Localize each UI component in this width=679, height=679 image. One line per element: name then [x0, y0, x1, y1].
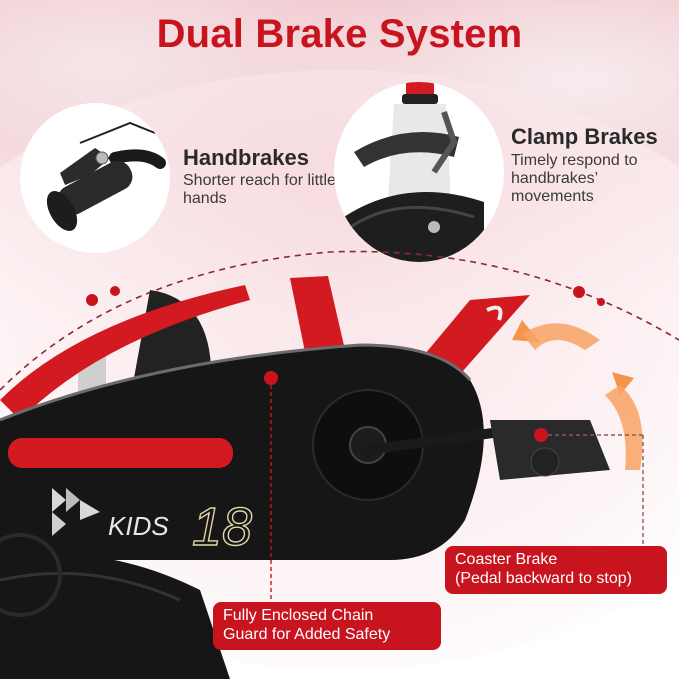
handbrake-grip-icon — [46, 121, 166, 231]
callout-line: (Pedal backward to stop) — [455, 570, 632, 587]
crank-arm — [363, 427, 505, 455]
handbrake-image-circle — [20, 103, 170, 253]
backward-arrow — [522, 323, 600, 350]
page-title: Dual Brake System — [156, 12, 523, 56]
clamp-brake-image-circle — [334, 82, 504, 262]
front-wheel — [0, 554, 230, 679]
arc-dot — [110, 286, 120, 296]
arc-dot — [573, 286, 585, 298]
dashed-arc-guide — [0, 250, 679, 391]
feature-title-handbrakes: Handbrakes — [183, 145, 309, 170]
chainstay-red — [8, 438, 233, 468]
arc-dot — [597, 298, 605, 306]
callout-line: Coaster Brake — [455, 551, 558, 568]
clamp-brake-icon — [334, 82, 484, 262]
arrow-head — [612, 372, 634, 395]
callout-line: Guard for Added Safety — [223, 626, 391, 643]
chain-guard-callout: Fully Enclosed Chain Guard for Added Saf… — [213, 602, 441, 650]
coaster-brake-marker — [534, 428, 548, 442]
callout-line: Fully Enclosed Chain — [223, 607, 374, 624]
chain-guard-marker — [264, 371, 278, 385]
svg-text:KIDS: KIDS — [108, 511, 169, 541]
frame-down-tube — [420, 295, 530, 380]
feature-desc-clamp-brakes: Timely respond to handbrakes’ movements — [511, 152, 638, 205]
arc-dot — [86, 294, 98, 306]
frame-seat-stay — [290, 276, 345, 352]
svg-text:18: 18 — [192, 497, 252, 557]
kids-18-decal: KIDS 18 — [52, 488, 253, 558]
backward-arrow — [605, 385, 643, 470]
feature-title-clamp-brakes: Clamp Brakes — [511, 124, 658, 149]
frame-top-tube — [0, 285, 250, 420]
coaster-brake-callout: Coaster Brake (Pedal backward to stop) — [445, 546, 667, 594]
feature-desc-handbrakes: Shorter reach for little hands — [183, 172, 336, 207]
